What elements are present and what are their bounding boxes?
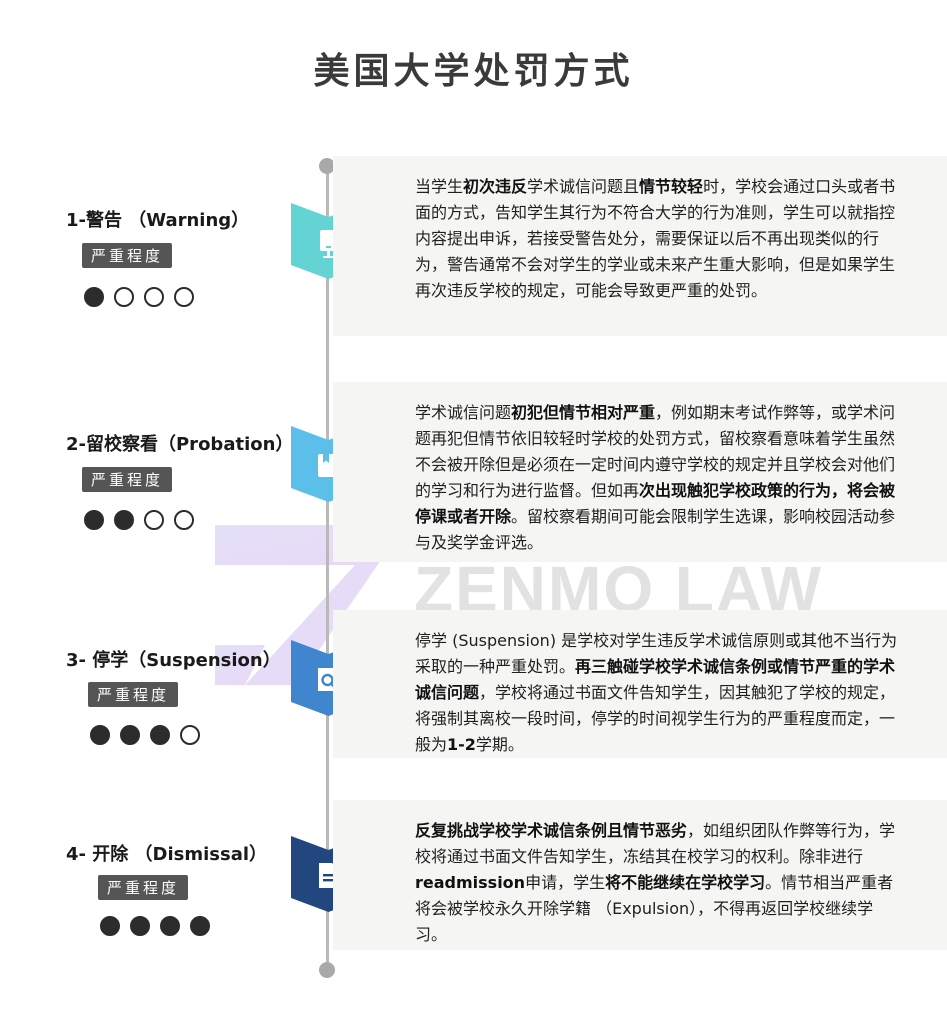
severity-circle-filled bbox=[114, 510, 134, 530]
severity-rating bbox=[84, 287, 194, 307]
body-text: 当学生 bbox=[415, 177, 464, 196]
severity-badge: 严重程度 bbox=[88, 682, 179, 707]
severity-circle-empty bbox=[144, 287, 164, 307]
severity-circle-filled bbox=[130, 916, 150, 936]
severity-circle-filled bbox=[100, 916, 120, 936]
stage-label: 3- 停学（Suspension） bbox=[66, 650, 281, 671]
description-text: 反复挑战学校学术诚信条例且情节恶劣，如组织团队作弊等行为，学校将通过书面文件告知… bbox=[415, 818, 899, 948]
timeline-start-dot bbox=[319, 158, 335, 174]
body-text: 时，学校会通过口头或者书面的方式，告知学生其行为不符合大学的行为准则，学生可以就… bbox=[415, 177, 896, 300]
highlight-text: 初犯但情节相对严重 bbox=[511, 403, 656, 422]
severity-circle-empty bbox=[174, 287, 194, 307]
stage-label: 1-警告 （Warning） bbox=[66, 210, 250, 231]
severity-badge: 严重程度 bbox=[82, 467, 173, 492]
highlight-text: readmission bbox=[415, 873, 526, 892]
severity-circle-filled bbox=[120, 725, 140, 745]
body-text: ，例如期末考试作弊等，或学术问题再犯但情节依旧较轻时学校的处罚方式，留校察看意味… bbox=[415, 403, 896, 500]
severity-badge: 严重程度 bbox=[82, 243, 173, 268]
stage-label: 2-留校察看（Probation） bbox=[66, 434, 294, 455]
body-text: 停学 (Suspension) 是学校对学生违反学术诚信原则或其他不当行为采取的… bbox=[415, 631, 898, 676]
severity-rating bbox=[90, 725, 200, 745]
page-title: 美国大学处罚方式 bbox=[313, 51, 634, 92]
body-text: 学术诚信问题 bbox=[415, 403, 512, 422]
severity-circle-filled bbox=[90, 725, 110, 745]
timeline-end-dot bbox=[319, 962, 335, 978]
body-text: 学期。 bbox=[475, 735, 524, 754]
highlight-text: 再三触碰学校学术诚信条例或情节严重的学术诚信问题 bbox=[415, 657, 896, 702]
timeline-line bbox=[326, 166, 329, 970]
description-text: 学术诚信问题初犯但情节相对严重，例如期末考试作弊等，或学术问题再犯但情节依旧较轻… bbox=[415, 400, 899, 556]
stage-description: 反复挑战学校学术诚信条例且情节恶劣，如组织团队作弊等行为，学校将通过书面文件告知… bbox=[333, 800, 947, 950]
severity-badge: 严重程度 bbox=[98, 875, 189, 900]
severity-circle-filled bbox=[190, 916, 210, 936]
severity-circle-filled bbox=[84, 510, 104, 530]
severity-circle-empty bbox=[144, 510, 164, 530]
severity-circle-filled bbox=[160, 916, 180, 936]
stage-description: 学术诚信问题初犯但情节相对严重，例如期末考试作弊等，或学术问题再犯但情节依旧较轻… bbox=[333, 382, 947, 562]
severity-circle-filled bbox=[150, 725, 170, 745]
highlight-text: 将不能继续在学校学习 bbox=[605, 873, 766, 892]
severity-rating bbox=[100, 916, 210, 936]
phone-icon bbox=[320, 230, 337, 258]
body-text: 。情节相当严重者将会被学校永久开除学籍 （Expulsion），不得再返回学校继… bbox=[415, 873, 894, 944]
highlight-text: 情节较轻 bbox=[639, 177, 704, 196]
highlight-text: 次出现触犯学校政策的行为，将会被停课或者开除 bbox=[415, 481, 896, 526]
highlight-text: 反复挑战学校学术诚信条例且情节恶劣 bbox=[415, 821, 688, 840]
stage-description: 当学生初次违反学术诚信问题且情节较轻时，学校会通过口头或者书面的方式，告知学生其… bbox=[333, 156, 947, 336]
body-text: 。留校察看期间可能会限制学生选课，影响校园活动参与及奖学金评选。 bbox=[415, 507, 896, 552]
description-text: 停学 (Suspension) 是学校对学生违反学术诚信原则或其他不当行为采取的… bbox=[415, 628, 899, 758]
stage-label: 4- 开除 （Dismissal） bbox=[66, 844, 268, 865]
severity-circle-empty bbox=[114, 287, 134, 307]
severity-rating bbox=[84, 510, 194, 530]
description-text: 当学生初次违反学术诚信问题且情节较轻时，学校会通过口头或者书面的方式，告知学生其… bbox=[415, 174, 899, 304]
body-text: ，学校将通过书面文件告知学生，因其触犯了学校的规定，将强制其离校一段时间，停学的… bbox=[415, 683, 896, 754]
severity-circle-filled bbox=[84, 287, 104, 307]
body-text: ，如组织团队作弊等行为，学校将通过书面文件告知学生，冻结其在校学习的权利。除非进… bbox=[415, 821, 896, 866]
stage-description: 停学 (Suspension) 是学校对学生违反学术诚信原则或其他不当行为采取的… bbox=[333, 610, 947, 758]
highlight-text: 1-2 bbox=[447, 735, 476, 754]
highlight-text: 初次违反 bbox=[463, 177, 528, 196]
body-text: 申请，学生 bbox=[525, 873, 606, 892]
severity-circle-empty bbox=[180, 725, 200, 745]
severity-circle-empty bbox=[174, 510, 194, 530]
body-text: 学术诚信问题且 bbox=[527, 177, 640, 196]
